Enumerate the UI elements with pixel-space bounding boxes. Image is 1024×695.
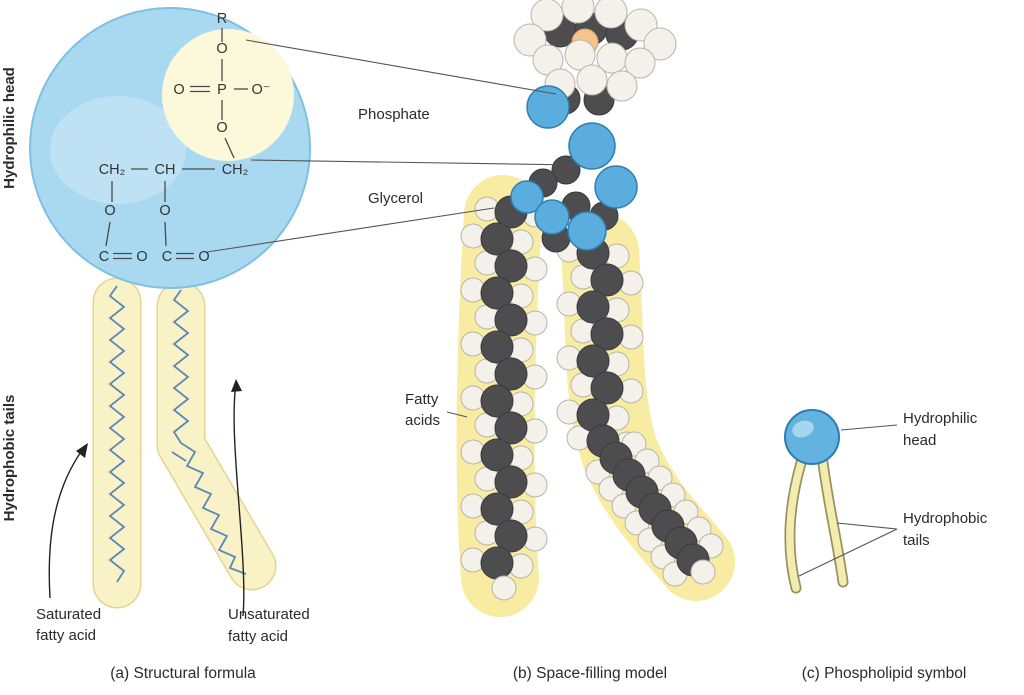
atom-p: P [217,82,227,98]
head-highlight [50,96,186,204]
symbol-head-highlight [792,420,814,438]
unsaturated-label-line2: fatty acid [228,628,288,645]
saturated-arrow [48,443,88,599]
atom-c: C [99,249,109,265]
saturated-label-line1: Saturated [36,606,101,623]
saturated-zigzag [108,285,126,583]
atom-ch2: CH₂ [222,162,249,178]
phosphate-highlight-circle [162,29,294,161]
unsaturated-label-line1: Unsaturated [228,606,310,623]
symbol-head-label-line2: head [903,432,936,449]
symbol-head-circle [784,409,840,465]
atom-ch: CH [155,162,176,178]
saturated-label-line2: fatty acid [36,627,96,644]
atom-c: C [162,249,172,265]
atom-ch2: CH₂ [99,162,126,178]
atom-o: O [136,249,147,265]
atom-r: R [217,11,227,27]
hydrophilic-head-side-label: Hydrophilic head [1,67,18,189]
symbol-tails [784,457,849,594]
hydrophobic-tails-side-label: Hydrophobic tails [1,395,18,522]
unsaturated-tail [156,281,277,591]
label-fatty-acids-line2: acids [405,412,440,429]
panel-phospholipid-symbol: Hydrophilic head Hydrophobic tails [784,409,988,594]
cis-double-bond [171,451,187,462]
caption-a: (a) Structural formula [110,665,256,682]
annotations: Phosphate Glycerol Fatty acids [206,39,577,429]
unsaturated-arrow [231,379,245,617]
atom-o: O [216,120,227,136]
atom-o-minus: O⁻ [252,82,271,98]
symbol-tails-label-line1: Hydrophobic [903,510,988,527]
symbol-tails-label-line2: tails [903,532,930,549]
label-glycerol: Glycerol [368,190,423,207]
atom-o: O [104,203,115,219]
caption-c: (c) Phospholipid symbol [802,665,967,682]
label-fatty-acids-line1: Fatty [405,391,439,408]
symbol-head-label-line1: Hydrophilic [903,410,978,427]
formula-bonds [105,28,248,260]
atom-o: O [216,41,227,57]
unsaturated-zigzag [172,289,247,575]
panel-space-filling-model [456,0,735,617]
atom-o: O [173,82,184,98]
atom-o: O [198,249,209,265]
atom-o: O [159,203,170,219]
caption-b: (b) Space-filling model [513,665,667,682]
saturated-tail [92,277,142,609]
panel-structural-formula: R O O P O⁻ O CH₂ CH CH₂ O O C O C O Satu… [29,7,311,645]
formula-atoms: R O O P O⁻ O CH₂ CH CH₂ O O C O C O [99,11,271,265]
captions: (a) Structural formula (b) Space-filling… [110,665,966,682]
molecule-spheres [460,0,724,601]
label-phosphate: Phosphate [358,106,430,123]
